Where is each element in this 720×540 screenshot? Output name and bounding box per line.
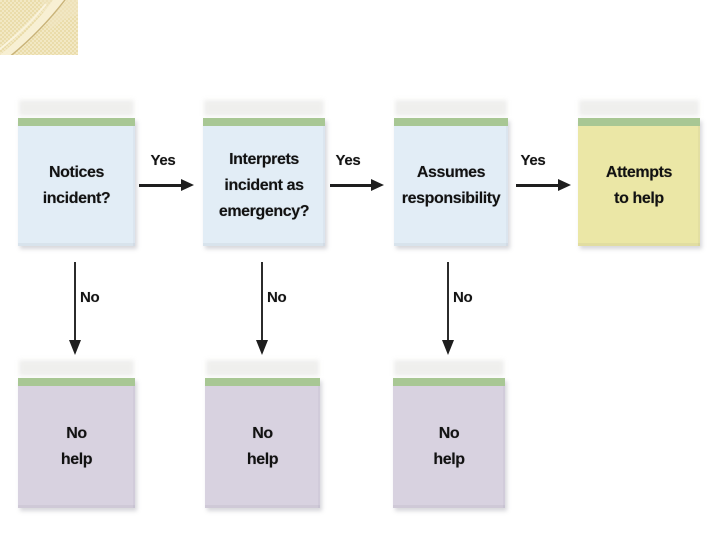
arrow-head-icon [256, 340, 268, 355]
node-label: Assumes responsibility [401, 164, 501, 207]
node-label: No help [433, 425, 465, 468]
flow-node-notices-incident: Notices incident? [18, 100, 135, 246]
note-top-shadow [19, 360, 134, 376]
note-green-bar [393, 378, 505, 386]
arrow-stem [516, 183, 558, 187]
note-top-shadow [395, 100, 507, 116]
no-label-3: No [453, 289, 473, 306]
note-top-shadow [19, 100, 134, 116]
note-body: Notices incident? [18, 126, 135, 246]
node-label: Attempts to help [605, 164, 673, 207]
arrow-head-icon [442, 340, 454, 355]
flow-node-no-help-1: No help [18, 360, 135, 508]
note-green-bar [394, 118, 508, 126]
yes-label-1: Yes [150, 152, 176, 169]
note-top-shadow [204, 100, 324, 116]
no-label-1: No [80, 289, 100, 306]
note-body: Assumes responsibility [394, 126, 508, 246]
note-green-bar [203, 118, 325, 126]
note-body: Attempts to help [578, 126, 700, 246]
arrow-head-icon [69, 340, 81, 355]
flow-node-interprets-emergency: Interprets incident as emergency? [203, 100, 325, 246]
no-arrow-3 [442, 262, 454, 355]
note-green-bar [578, 118, 700, 126]
no-label-2: No [267, 289, 287, 306]
note-body: No help [393, 386, 505, 508]
note-green-bar [18, 378, 135, 386]
yes-arrow-3 [516, 179, 571, 191]
arrow-stem [447, 262, 449, 340]
note-top-shadow [206, 360, 319, 376]
flow-node-assumes-responsibility: Assumes responsibility [394, 100, 508, 246]
arrow-stem [74, 262, 76, 340]
node-label: Notices incident? [42, 164, 111, 207]
no-arrow-2 [256, 262, 268, 355]
flow-node-no-help-3: No help [393, 360, 505, 508]
node-label: Interprets incident as emergency? [218, 151, 310, 220]
arrow-stem [330, 183, 371, 187]
note-top-shadow [579, 100, 699, 116]
arrow-head-icon [558, 179, 571, 191]
arrow-head-icon [371, 179, 384, 191]
yes-arrow-2 [330, 179, 384, 191]
note-body: No help [205, 386, 320, 508]
arrow-stem [261, 262, 263, 340]
note-green-bar [205, 378, 320, 386]
flow-node-no-help-2: No help [205, 360, 320, 508]
corner-swoosh-graphic [0, 0, 78, 55]
yes-label-3: Yes [520, 152, 546, 169]
yes-label-2: Yes [335, 152, 361, 169]
arrow-stem [139, 183, 181, 187]
node-label: No help [60, 425, 93, 468]
yes-arrow-1 [139, 179, 194, 191]
note-green-bar [18, 118, 135, 126]
note-body: Interprets incident as emergency? [203, 126, 325, 246]
note-body: No help [18, 386, 135, 508]
arrow-head-icon [181, 179, 194, 191]
no-arrow-1 [69, 262, 81, 355]
node-label: No help [246, 425, 279, 468]
flow-node-attempts-to-help: Attempts to help [578, 100, 700, 246]
note-top-shadow [394, 360, 504, 376]
